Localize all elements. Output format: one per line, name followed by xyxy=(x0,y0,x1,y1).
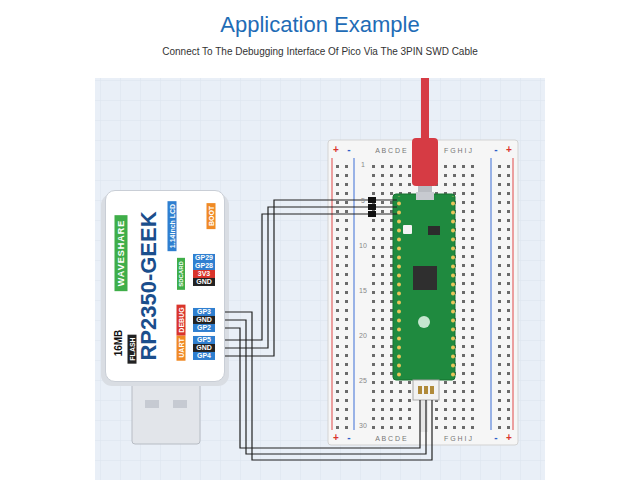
background-panel xyxy=(95,78,545,480)
pin-label: GP2 xyxy=(193,324,215,332)
swd-pin xyxy=(418,386,422,394)
pin-label: DEBUG xyxy=(177,304,186,335)
jumper-end xyxy=(368,211,376,217)
row-number: 30 xyxy=(359,422,367,429)
jumper-wires xyxy=(218,200,432,460)
breadboard-marking: - xyxy=(494,145,497,155)
page-title: Application Example xyxy=(220,14,419,36)
row-number: 1 xyxy=(361,161,365,168)
jumper-end xyxy=(368,204,376,210)
breadboard-marking: A B C D E xyxy=(375,435,407,442)
breadboard-marking: + xyxy=(333,145,339,155)
wire xyxy=(218,320,426,454)
usb-cable xyxy=(421,78,429,142)
device-text: FLASH xyxy=(128,334,137,363)
pin-label: GP3 xyxy=(193,308,215,316)
row-number: 25 xyxy=(359,377,367,384)
pico-board xyxy=(393,194,455,380)
breadboard-marking: + xyxy=(333,433,339,443)
row-number: 20 xyxy=(359,332,367,339)
swd-pin xyxy=(424,386,428,394)
wire xyxy=(218,328,420,448)
swd-pin xyxy=(430,386,434,394)
wire xyxy=(218,207,397,348)
wire xyxy=(218,312,432,460)
breadboard-marking: A B C D E xyxy=(375,147,407,154)
pin-label: GP29 xyxy=(193,254,215,262)
rp2040-chip xyxy=(413,266,437,290)
usb-a-slot xyxy=(173,400,187,408)
flash-chip xyxy=(428,226,440,235)
background-grid xyxy=(95,78,545,480)
device-text: WAVESHARE xyxy=(115,215,128,291)
pin-label: 1.14inch LCD xyxy=(168,201,177,251)
breadboard-marking: F G H I J xyxy=(444,147,472,154)
breadboard-marking: - xyxy=(347,433,350,443)
bootsel-button xyxy=(403,225,412,234)
breadboard-marking: - xyxy=(347,145,350,155)
breadboard-marking: F G H I J xyxy=(444,435,472,442)
breadboard-marking: + xyxy=(506,433,512,443)
pin-label: GND xyxy=(193,344,215,352)
wire xyxy=(218,200,397,356)
micro-usb-port xyxy=(416,192,434,200)
usb-a-slot xyxy=(145,400,159,408)
pin-label: GND xyxy=(193,316,215,324)
rail-holes xyxy=(493,160,512,430)
row-number: 15 xyxy=(359,287,367,294)
logo-mark xyxy=(418,316,430,328)
usb-a-plug xyxy=(132,378,200,444)
device-text: 16MB xyxy=(114,330,124,357)
rail-line xyxy=(332,158,333,430)
usb-plug xyxy=(412,138,438,186)
row-number: 10 xyxy=(359,242,367,249)
pin-label: GND xyxy=(193,278,215,286)
row-number: 5 xyxy=(361,197,365,204)
device-text: RP2350-GEEK xyxy=(138,211,160,360)
jumper-end xyxy=(368,197,376,203)
pin-label: BOOT xyxy=(207,203,216,229)
page-caption: Connect To The Debugging Interface Of Pi… xyxy=(162,47,478,57)
breadboard-marking: - xyxy=(494,433,497,443)
pin-label: 3V3 xyxy=(193,270,215,278)
pin-label: UART xyxy=(177,335,186,360)
rail-line xyxy=(354,158,355,430)
pin-label: GP4 xyxy=(193,352,215,360)
pin-label: GP28 xyxy=(193,262,215,270)
swd-connector xyxy=(413,380,439,400)
wire xyxy=(218,214,397,340)
pico-pins xyxy=(394,196,401,378)
pin-label: SDCARD xyxy=(177,258,185,290)
rail-line xyxy=(513,158,514,430)
breadboard-marking: + xyxy=(506,145,512,155)
rail-line xyxy=(491,158,492,430)
pin-label: GP5 xyxy=(193,336,215,344)
pico-pins xyxy=(448,196,455,378)
